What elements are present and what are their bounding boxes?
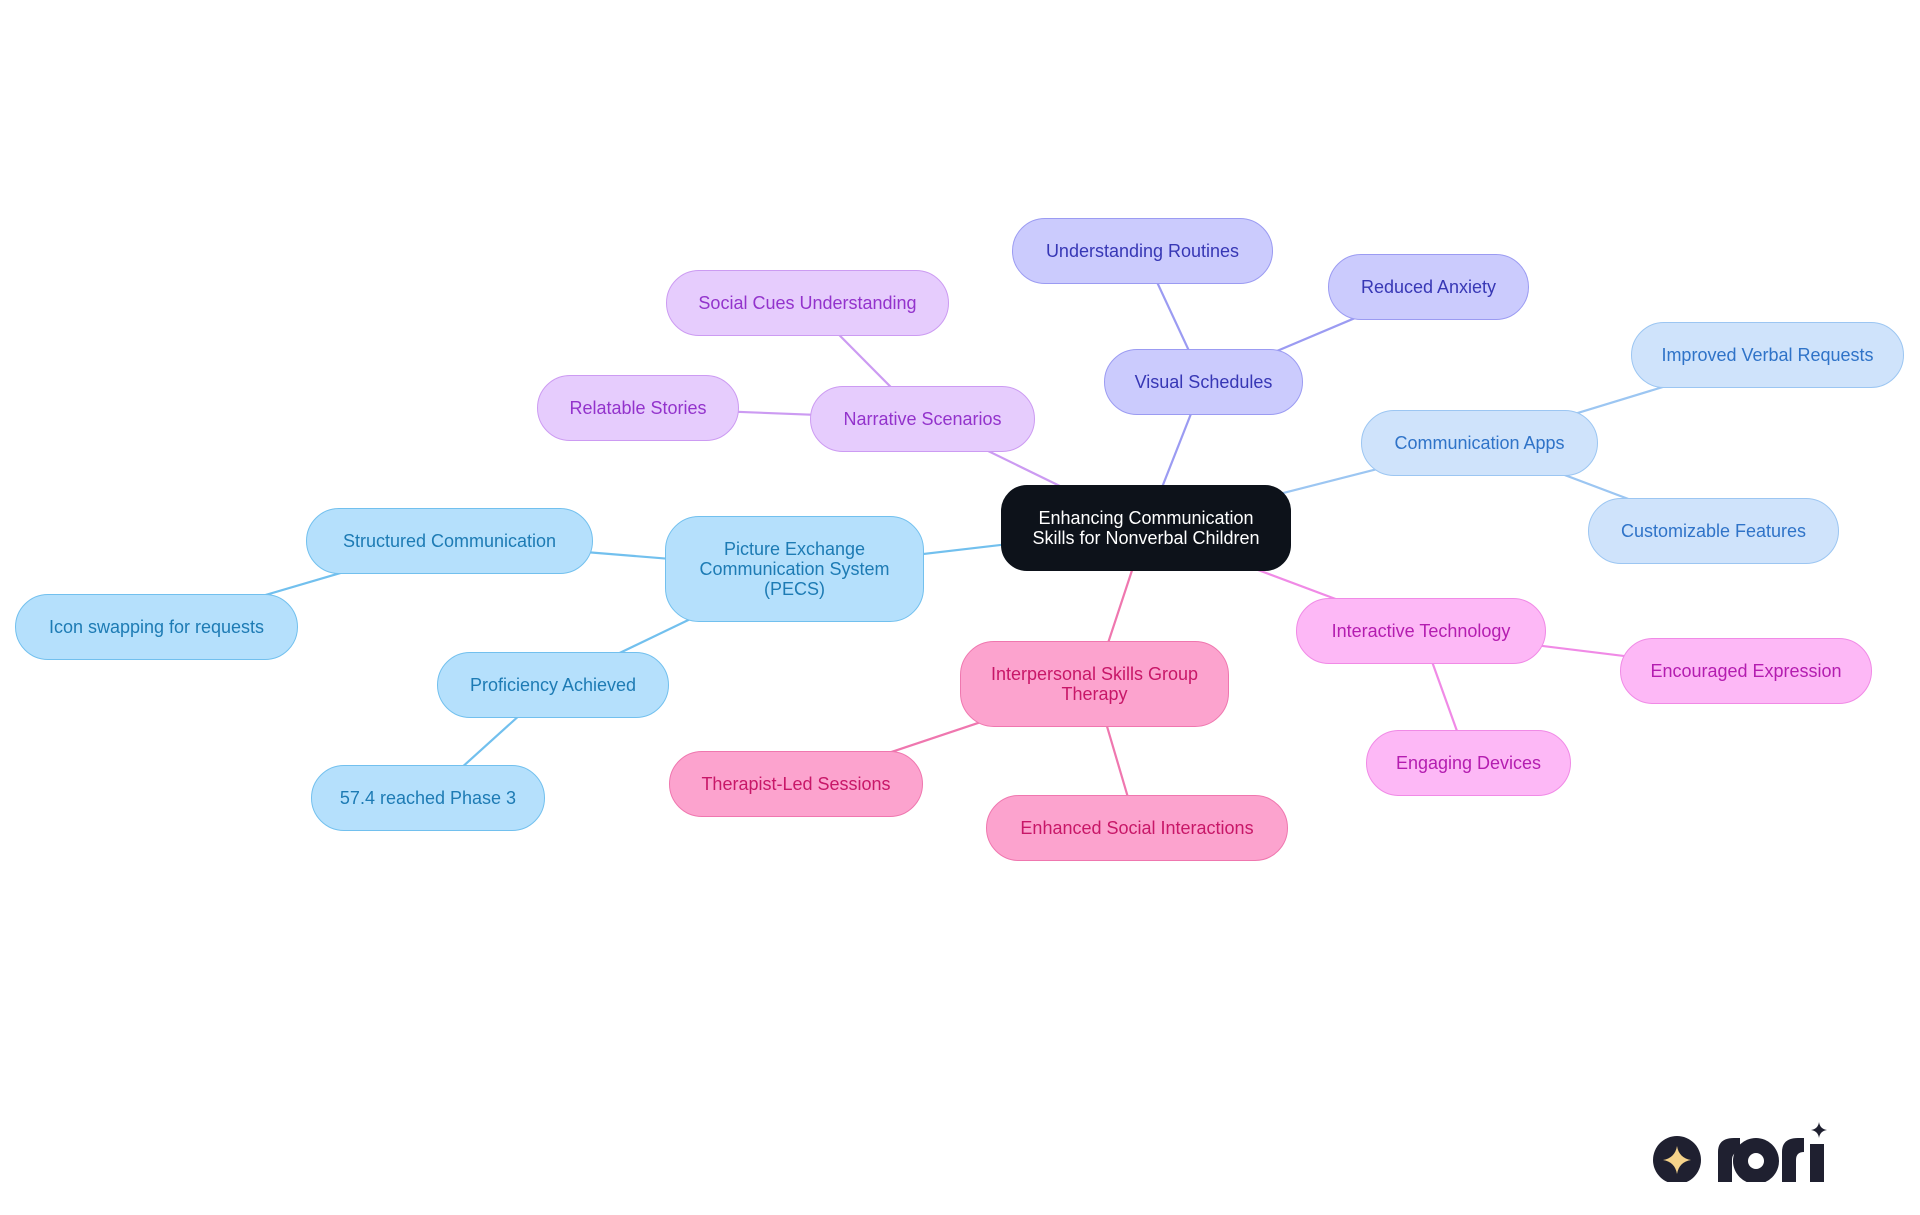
- node-devices[interactable]: Engaging Devices: [1366, 730, 1571, 796]
- node-social-int[interactable]: Enhanced Social Interactions: [986, 795, 1288, 861]
- node-routines[interactable]: Understanding Routines: [1012, 218, 1273, 284]
- node-label: Engaging Devices: [1395, 753, 1542, 773]
- node-label: Therapist-Led Sessions: [701, 774, 891, 794]
- node-label: Improved Verbal Requests: [1661, 345, 1874, 365]
- node-root[interactable]: Enhancing Communication Skills for Nonve…: [1001, 485, 1291, 571]
- node-narrative[interactable]: Narrative Scenarios: [810, 386, 1035, 452]
- node-pecs[interactable]: Picture Exchange Communication System (P…: [665, 516, 924, 622]
- node-phase3[interactable]: 57.4 reached Phase 3: [311, 765, 545, 831]
- node-apps[interactable]: Communication Apps: [1361, 410, 1598, 476]
- logo-letter-r1: [1718, 1138, 1740, 1184]
- node-label: Communication Apps: [1394, 433, 1565, 453]
- node-label: Structured Communication: [342, 531, 557, 551]
- node-expression[interactable]: Encouraged Expression: [1620, 638, 1872, 704]
- node-anxiety[interactable]: Reduced Anxiety: [1328, 254, 1529, 320]
- rori-logo: [1650, 1122, 1850, 1184]
- node-icon-swap[interactable]: Icon swapping for requests: [15, 594, 298, 660]
- node-label: Icon swapping for requests: [48, 617, 265, 637]
- node-visual[interactable]: Visual Schedules: [1104, 349, 1303, 415]
- node-label: Customizable Features: [1620, 521, 1807, 541]
- node-label: Proficiency Achieved: [469, 675, 637, 695]
- node-label: Understanding Routines: [1045, 241, 1240, 261]
- node-social-cues[interactable]: Social Cues Understanding: [666, 270, 949, 336]
- node-custom[interactable]: Customizable Features: [1588, 498, 1839, 564]
- node-label: Interpersonal Skills Group Therapy: [990, 664, 1199, 704]
- node-label: Social Cues Understanding: [698, 293, 917, 313]
- node-label: Enhancing Communication Skills for Nonve…: [1032, 508, 1260, 548]
- node-group[interactable]: Interpersonal Skills Group Therapy: [960, 641, 1229, 727]
- node-label: Visual Schedules: [1134, 372, 1273, 392]
- node-structured[interactable]: Structured Communication: [306, 508, 593, 574]
- node-label: Interactive Technology: [1331, 621, 1511, 641]
- small-star-icon: [1811, 1122, 1827, 1138]
- node-proficiency[interactable]: Proficiency Achieved: [437, 652, 669, 718]
- rori-logo-graphic: [1653, 1122, 1827, 1184]
- node-label: Picture Exchange Communication System (P…: [699, 539, 890, 599]
- sparkle-star-icon: [1663, 1146, 1691, 1174]
- logo-letter-i: [1810, 1144, 1824, 1184]
- node-interactive[interactable]: Interactive Technology: [1296, 598, 1546, 664]
- node-verbal[interactable]: Improved Verbal Requests: [1631, 322, 1904, 388]
- node-label: Narrative Scenarios: [843, 409, 1002, 429]
- node-label: Encouraged Expression: [1650, 661, 1842, 681]
- node-relatable[interactable]: Relatable Stories: [537, 375, 739, 441]
- logo-letter-r2: [1782, 1138, 1804, 1184]
- node-label: Enhanced Social Interactions: [1020, 818, 1254, 838]
- node-label: Relatable Stories: [569, 398, 707, 418]
- node-therapist[interactable]: Therapist-Led Sessions: [669, 751, 923, 817]
- node-label: 57.4 reached Phase 3: [339, 788, 517, 808]
- node-label: Reduced Anxiety: [1360, 277, 1497, 297]
